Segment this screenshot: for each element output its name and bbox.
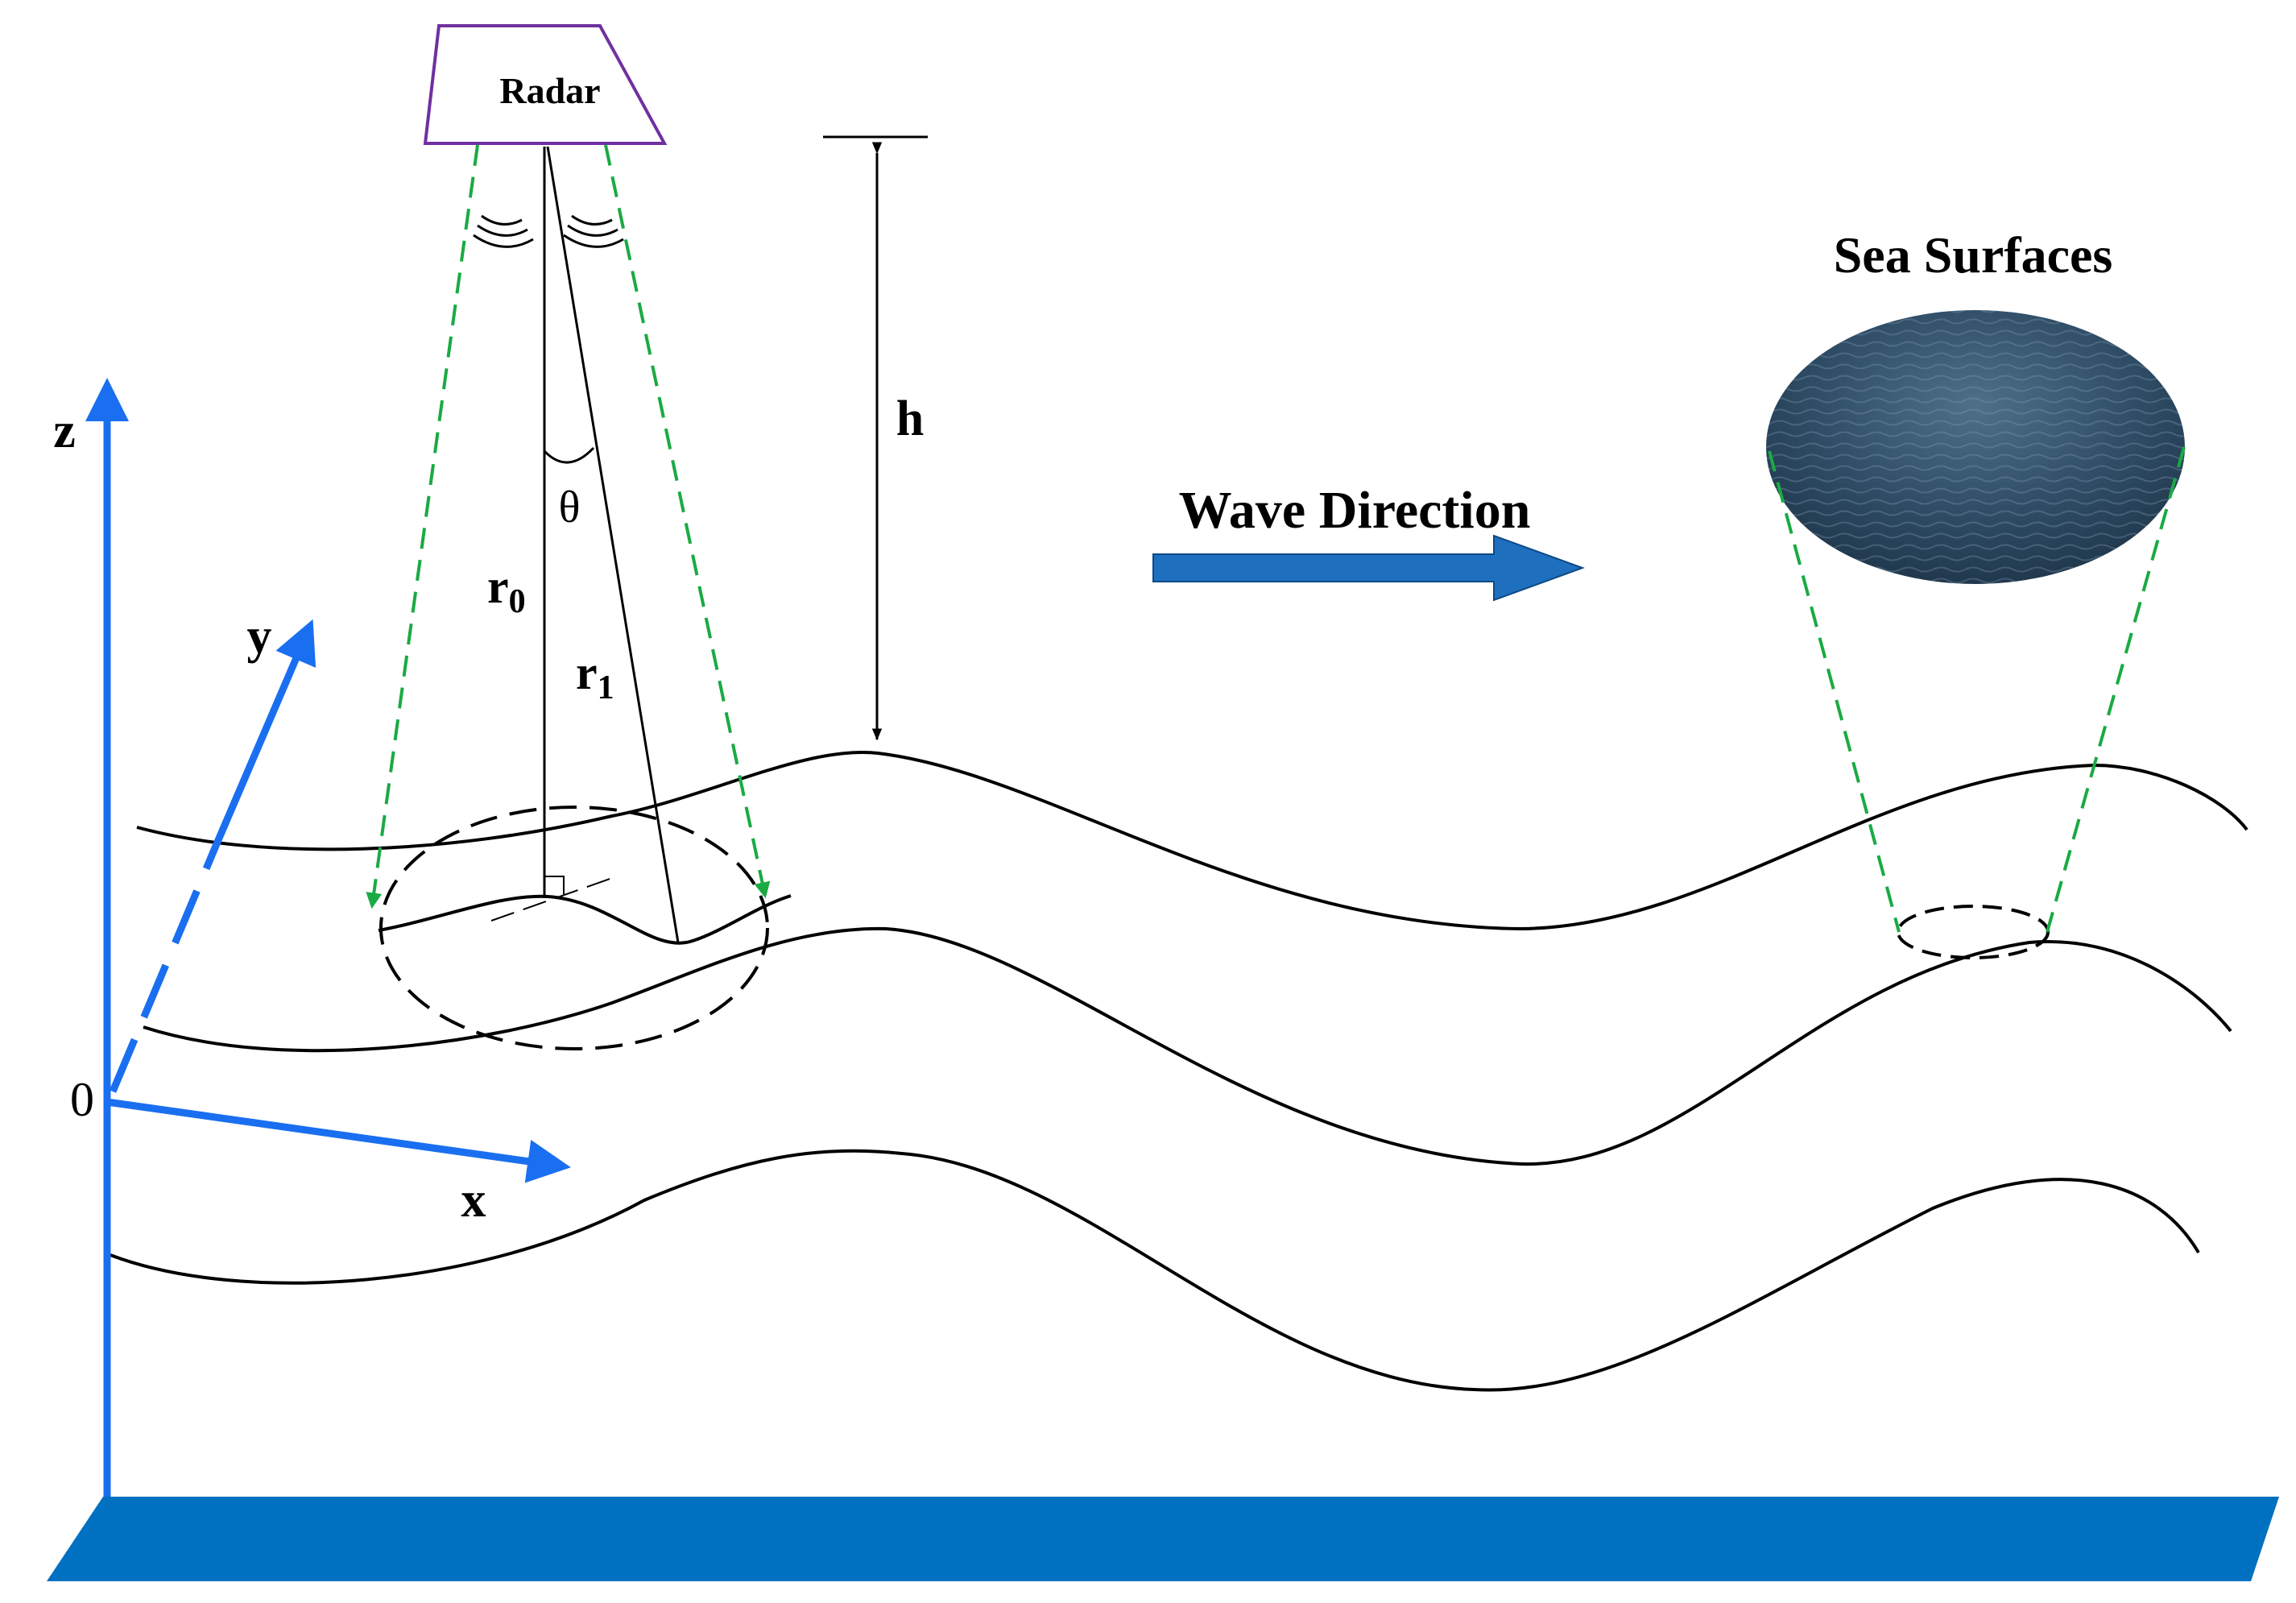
axis-z-label: z: [53, 404, 76, 458]
signal-waves-icon-right: [563, 214, 624, 248]
signal-waves-icon-left: [473, 214, 534, 248]
wave-curve-third: [110, 1149, 2200, 1392]
tangent-line: [490, 877, 613, 922]
wave-direction-label: Wave Direction: [1179, 481, 1531, 540]
h-label: h: [896, 391, 924, 446]
sea-surface-photo: [1766, 310, 2185, 584]
wave-local-segment: [378, 894, 792, 945]
r1-label: r1: [576, 646, 614, 706]
wave-curve-top: [136, 751, 2248, 931]
r1-line: [546, 146, 680, 943]
radar-label: Radar: [499, 70, 600, 111]
origin-label: 0: [70, 1073, 94, 1126]
wave-curve-second: [143, 926, 2232, 1166]
axis-y-label: y: [247, 609, 272, 664]
radar-icon: [423, 24, 668, 145]
axis-y-dashed: [109, 844, 220, 1093]
sea-footprint-ellipse: [1897, 905, 2050, 959]
axis-x: [106, 1098, 571, 1183]
wave-direction-arrow: [1152, 534, 1585, 602]
axis-y: [212, 619, 316, 847]
sea-surfaces-label: Sea Surfaces: [1834, 226, 2113, 284]
axis-x-label: x: [461, 1173, 486, 1228]
right-angle-mark: [544, 876, 565, 894]
beam-right-sea: [2046, 446, 2186, 933]
r0-label: r0: [487, 560, 526, 620]
beam-left-radar: [366, 144, 479, 909]
beam-left-sea: [1768, 450, 1901, 933]
theta-arc: [543, 446, 595, 464]
beam-right-radar: [604, 144, 771, 899]
base-plane: [47, 1497, 2279, 1581]
theta-label: θ: [559, 483, 581, 532]
footprint-ellipse: [379, 806, 769, 1050]
